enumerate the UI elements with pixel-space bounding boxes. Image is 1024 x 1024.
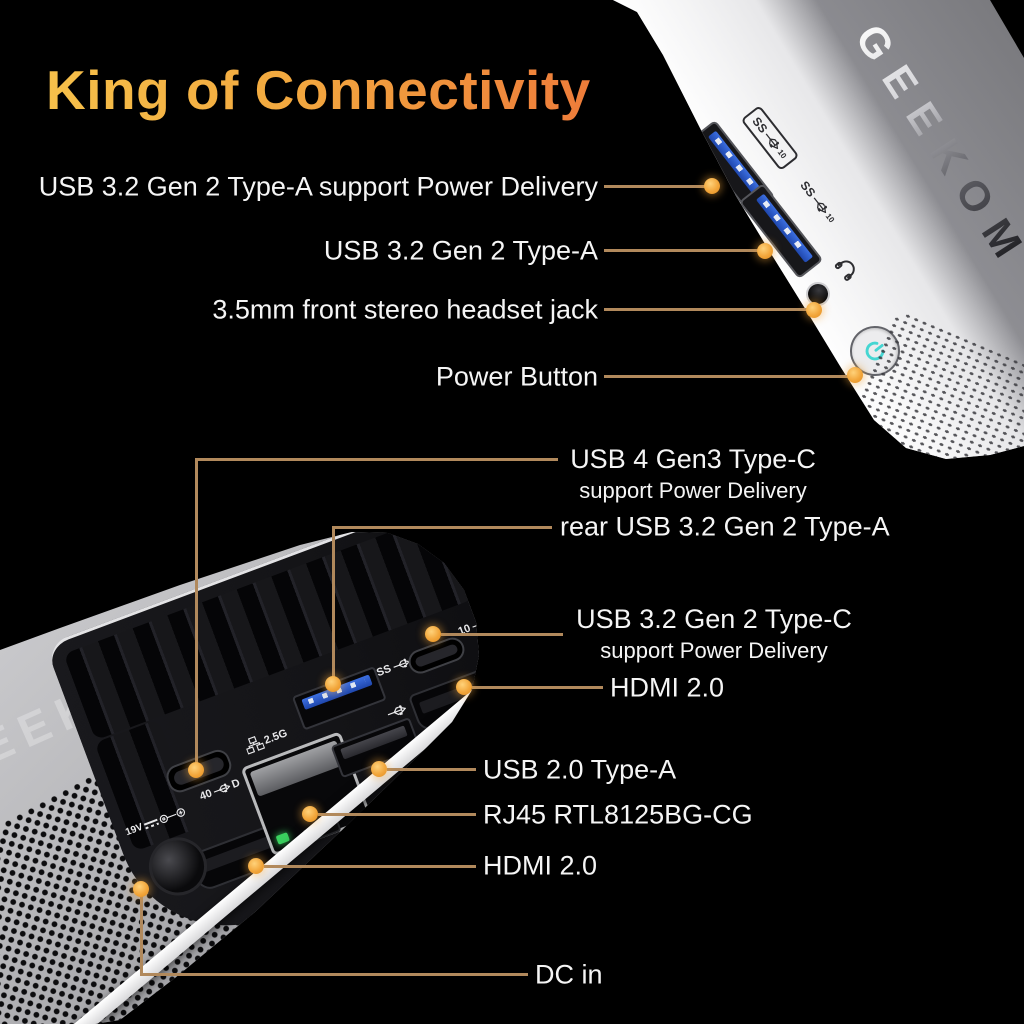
headset-icon [829, 254, 861, 285]
dc-19v-icon: 19V [124, 805, 189, 838]
usb-trident-icon [385, 703, 408, 720]
callout-dot [248, 858, 264, 874]
rear-port-panel: 40D HDMI 19V 2.5G [45, 532, 526, 957]
callout-line [140, 973, 528, 976]
callout-line [195, 458, 198, 769]
label-usb32-a-pd: USB 3.2 Gen 2 Type-A support Power Deliv… [38, 171, 598, 202]
label-headset-jack: 3.5mm front stereo headset jack [212, 294, 598, 325]
hdmi-marking-2: HDMI [498, 655, 526, 696]
callout-line [441, 633, 563, 636]
callout-line [604, 249, 763, 252]
label-hdmi-lower: HDMI 2.0 [483, 850, 598, 881]
page-title: King of Connectivity [46, 59, 591, 121]
ethernet-2-5g-icon: 2.5G [243, 724, 290, 755]
label-dc-in: DC in [535, 959, 603, 990]
callout-dot [188, 762, 204, 778]
label-usb4-type-c: USB 4 Gen3 Type-C support Power Delivery [570, 444, 816, 503]
callout-line [264, 865, 476, 868]
callout-dot [847, 367, 863, 383]
label-usb20-a: USB 2.0 Type-A [483, 754, 677, 785]
callout-line [604, 308, 811, 311]
hdmi-port-2 [407, 664, 479, 734]
callout-line [140, 893, 143, 974]
label-power-button: Power Button [435, 361, 598, 392]
callout-dot [302, 806, 318, 822]
callout-line [332, 526, 335, 682]
label-usb32-a: USB 3.2 Gen 2 Type-A [323, 235, 598, 266]
callout-dot [371, 761, 387, 777]
callout-dot [425, 626, 441, 642]
callout-dot [133, 881, 149, 897]
callout-line [604, 185, 710, 188]
callout-dot [325, 676, 341, 692]
rear-usb-a-3-2-port [291, 666, 387, 731]
callout-dot [757, 243, 773, 259]
callout-line [333, 526, 552, 529]
callout-line [318, 813, 476, 816]
callout-line [472, 686, 603, 689]
label-usb32-type-c: USB 3.2 Gen 2 Type-C support Power Deliv… [576, 604, 852, 663]
callout-dot [456, 679, 472, 695]
label-rj45: RJ45 RTL8125BG-CG [483, 799, 753, 830]
callout-dot [704, 178, 720, 194]
callout-line [604, 375, 852, 378]
callout-line [196, 458, 558, 461]
callout-dot [806, 302, 822, 318]
label-rear-usb32-a: rear USB 3.2 Gen 2 Type-A [560, 511, 890, 542]
label-hdmi-upper: HDMI 2.0 [610, 672, 725, 703]
callout-line [387, 768, 476, 771]
